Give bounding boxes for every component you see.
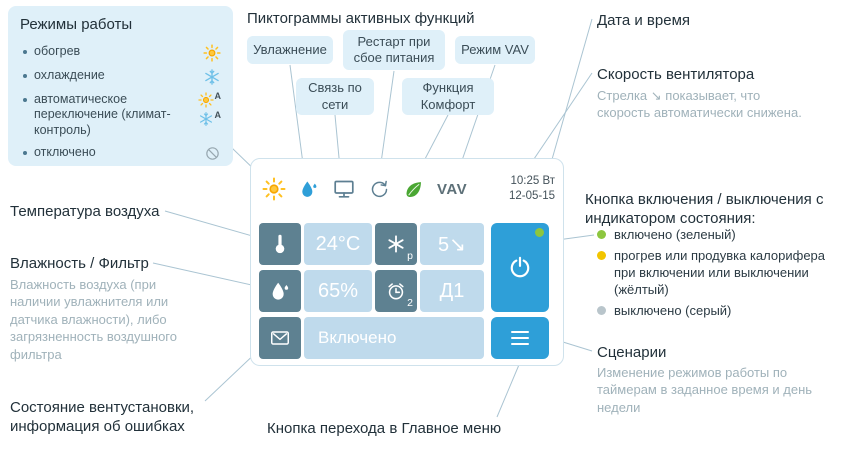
fan-speed-description: Стрелка ↘ показывает, что скорость автом… bbox=[597, 88, 802, 121]
snowflake-icon bbox=[203, 68, 221, 86]
fan-speed-title: Скорость вентилятора bbox=[597, 66, 755, 83]
temperature-cell[interactable]: 24°C bbox=[304, 223, 372, 265]
modes-legend-title: Режимы работы bbox=[20, 16, 133, 33]
main-menu-button-label: Кнопка перехода в Главное меню bbox=[267, 420, 502, 437]
modes-legend: Режимы работы обогрев охлаждение автомат… bbox=[8, 6, 233, 166]
datetime-label: Дата и время bbox=[597, 12, 691, 29]
vav-icon: VAV bbox=[437, 180, 468, 198]
legend-comfort: Функция Комфорт bbox=[402, 78, 494, 115]
mode-label: отключено bbox=[34, 144, 96, 159]
power-state-warmup: прогрев или продувка калорифера при вклю… bbox=[597, 248, 842, 299]
restart-icon bbox=[369, 179, 390, 200]
power-indicator-dot bbox=[535, 228, 544, 237]
mode-item-cooling: охлаждение bbox=[20, 68, 221, 86]
fan-icon bbox=[386, 234, 406, 254]
thermometer-icon bbox=[268, 232, 292, 256]
mode-item-heating: обогрев bbox=[20, 44, 221, 62]
power-state-off: выключено (серый) bbox=[597, 303, 842, 320]
power-states-list: включено (зеленый) прогрев или продувка … bbox=[597, 227, 842, 323]
datetime-display: 10:25 Вт 12-05-15 bbox=[509, 174, 555, 204]
unit-status-label: Состояние вентустановки, информация об о… bbox=[10, 399, 195, 435]
bullet bbox=[23, 73, 27, 78]
legend-vav-mode: Режим VAV bbox=[455, 36, 535, 64]
time-value: 10:25 Вт bbox=[510, 175, 555, 188]
pictograms-title: Пиктограммы активных функций bbox=[247, 10, 475, 27]
mode-label: обогрев bbox=[34, 43, 81, 58]
sun-icon bbox=[203, 44, 221, 62]
power-icon bbox=[507, 255, 533, 281]
timer-icon-cell: 2 bbox=[375, 270, 417, 312]
hamburger-menu-icon bbox=[511, 330, 529, 346]
active-functions-strip: VAV 10:25 Вт 12-05-15 bbox=[262, 164, 555, 214]
auto-marker: A bbox=[214, 90, 222, 101]
comfort-leaf-icon bbox=[403, 179, 424, 200]
mode-item-off: отключено bbox=[20, 145, 221, 162]
scenarios-description: Изменение режимов работы по таймерам в з… bbox=[597, 365, 813, 415]
fan-icon-subscript: p bbox=[407, 249, 413, 262]
timer-cell[interactable]: Д1 bbox=[420, 270, 484, 312]
bullet bbox=[23, 49, 27, 54]
snowflake-auto-icon bbox=[198, 111, 214, 127]
power-button[interactable] bbox=[491, 223, 549, 312]
date-value: 12-05-15 bbox=[508, 190, 555, 202]
power-button-title: Кнопка включения / выключения с индикато… bbox=[585, 191, 824, 227]
power-state-label: прогрев или продувка калорифера при вклю… bbox=[614, 247, 826, 297]
bullet bbox=[23, 150, 27, 155]
scenarios-title: Сценарии bbox=[597, 344, 667, 361]
mode-label: автоматическое переключение (климат-конт… bbox=[34, 91, 171, 137]
power-state-label: включено (зеленый) bbox=[614, 227, 736, 242]
power-state-on: включено (зеленый) bbox=[597, 227, 842, 244]
bullet bbox=[23, 97, 27, 102]
main-menu-button[interactable] bbox=[491, 317, 549, 359]
humidification-drop-icon bbox=[299, 179, 319, 199]
fan-speed-cell[interactable]: 5↘ bbox=[420, 223, 484, 265]
legend-restart: Рестарт при сбое питания bbox=[343, 30, 445, 70]
drop-icon bbox=[269, 280, 291, 302]
humidity-cell[interactable]: 65% bbox=[304, 270, 372, 312]
legend-humidification: Увлажнение bbox=[247, 36, 333, 64]
sun-auto-icon bbox=[198, 92, 214, 108]
envelope-icon bbox=[269, 327, 291, 349]
fan-icon-cell: p bbox=[375, 223, 417, 265]
message-icon-cell bbox=[259, 317, 301, 359]
thermometer-icon-cell bbox=[259, 223, 301, 265]
mode-item-auto: автоматическое переключение (климат-конт… bbox=[20, 90, 222, 139]
auto-marker: A bbox=[214, 109, 222, 120]
power-state-label: выключено (серый) bbox=[614, 302, 732, 318]
gray-indicator-dot bbox=[597, 305, 606, 315]
heating-sun-icon bbox=[262, 177, 286, 201]
mode-label: охлаждение bbox=[34, 67, 105, 82]
humidity-filter-description: Влажность воздуха (при наличии увлажните… bbox=[10, 277, 177, 362]
temperature-label: Температура воздуха bbox=[10, 203, 160, 220]
network-monitor-icon bbox=[332, 177, 356, 201]
yellow-indicator-dot bbox=[597, 250, 606, 260]
humidity-filter-title: Влажность / Фильтр bbox=[10, 255, 149, 272]
alarm-clock-icon bbox=[385, 280, 407, 302]
humidity-icon-cell bbox=[259, 270, 301, 312]
disabled-icon bbox=[204, 145, 221, 162]
control-panel: VAV 10:25 Вт 12-05-15 24°C p 5↘ 65% 2 bbox=[250, 158, 564, 366]
legend-network: Связь по сети bbox=[296, 78, 374, 115]
timer-icon-subscript: 2 bbox=[407, 296, 413, 309]
status-cell[interactable]: Включено bbox=[304, 317, 484, 359]
green-indicator-dot bbox=[597, 230, 606, 239]
